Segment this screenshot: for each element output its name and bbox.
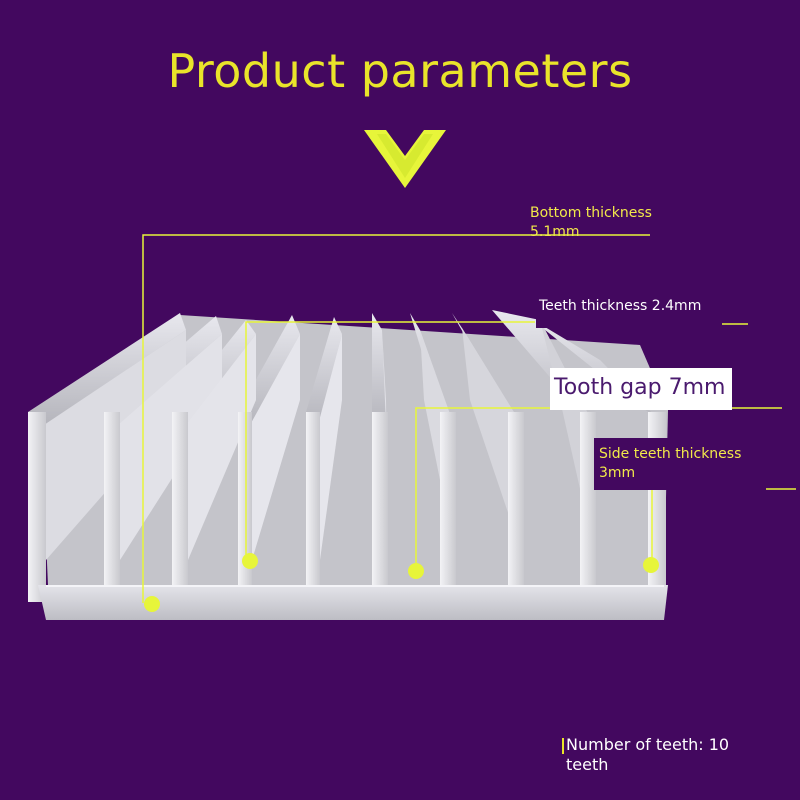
tooth-gap-label: Tooth gap 7mm [554,375,726,400]
bottom-thickness-title: Bottom thickness [530,205,652,221]
side-teeth-box [594,438,766,490]
teeth-count-marker [562,738,564,754]
teeth-thickness-label: Teeth thickness 2.4mm [539,298,702,314]
teeth-count-line1: Number of teeth: 10 [566,735,730,754]
bottom-thickness-value: 5.1mm [530,224,580,240]
page-title: Product parameters [167,44,633,98]
tooth-gap-box [550,368,732,410]
bottom-thickness-label: Bottom thickness 5.1mm [530,204,652,242]
teeth-thickness-box [536,292,720,328]
side-teeth-value: 3mm [599,465,636,481]
chevron-down-icon [364,130,446,188]
side-teeth-label: Side teeth thickness 3mm [599,445,741,483]
teeth-count-line2: teeth [566,755,609,774]
side-teeth-title: Side teeth thickness [599,446,742,462]
teeth-count-label: Number of teeth: 10 teeth [566,735,729,775]
